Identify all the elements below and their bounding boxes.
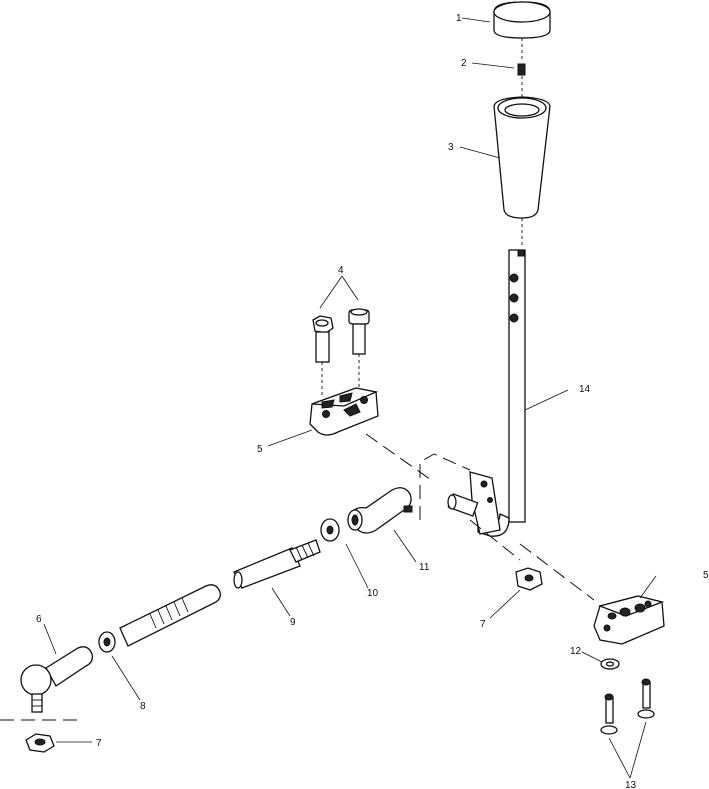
part-4-bolts [312,308,370,395]
callout-6: 6 [36,614,42,625]
callout-8: 8 [140,701,146,712]
part-5-upper-mount-block [309,387,379,436]
callout-14: 14 [579,384,591,395]
part-7-center-nut [515,567,543,591]
part-13-screws [600,678,655,735]
callout-5-upper: 5 [257,444,263,455]
callout-7-lower: 7 [96,738,102,749]
part-14-shift-lever [447,249,526,537]
part-9-connector-rod [233,539,321,589]
leader-lines [43,17,657,779]
callout-2: 2 [461,58,467,69]
part-6-ball-joint [20,646,94,713]
part-3-handle-grip [493,96,551,248]
callout-labels: 1 2 3 4 5 5 6 7 7 8 9 10 11 12 13 14 [36,13,709,789]
callout-4: 4 [338,265,344,276]
part-10-nut [320,518,340,542]
callout-11: 11 [419,562,430,573]
callout-9: 9 [290,617,296,628]
callout-5-lower: 5 [703,570,709,581]
callout-12: 12 [570,646,582,657]
part-8-cable-and-nut [98,584,221,653]
part-7-lower-nut [25,733,55,753]
callout-1: 1 [456,13,462,24]
part-1-knob-cap [493,1,551,39]
callout-3: 3 [448,142,454,153]
callout-7-center: 7 [480,619,486,630]
assembly-dashed-lines [0,433,595,721]
part-2-set-screw [517,38,526,98]
callout-13: 13 [625,780,637,789]
part-11-rod-end [347,487,413,534]
callout-10: 10 [367,588,379,599]
part-5-lower-mount-block [593,595,665,645]
part-12-washer [600,658,620,670]
